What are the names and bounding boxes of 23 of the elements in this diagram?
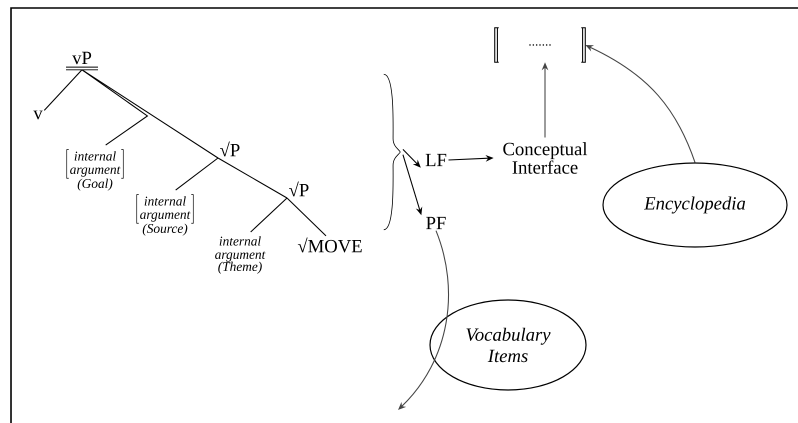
tree-label: √P bbox=[220, 142, 240, 156]
argument-label: internal argument (Goal) bbox=[66, 149, 124, 191]
tree-branch bbox=[44, 69, 82, 111]
tree-branch bbox=[175, 158, 218, 190]
tree-branch bbox=[218, 158, 288, 198]
tree-branch bbox=[82, 69, 148, 146]
tree-branch bbox=[82, 69, 218, 158]
tree-label: v bbox=[33, 110, 43, 120]
brace bbox=[383, 74, 401, 230]
interface-label: Conceptual Interface bbox=[503, 142, 588, 174]
argument-label: internal argument (Source) bbox=[136, 194, 194, 236]
tree-branch bbox=[286, 198, 326, 236]
tree-label: PF bbox=[426, 216, 446, 230]
tree-branch bbox=[250, 198, 288, 232]
tree-label: √MOVE bbox=[298, 237, 362, 253]
tree-label: vP bbox=[66, 52, 98, 70]
ellipse-node: Vocabulary Items bbox=[429, 299, 587, 391]
double-bracket-box: ....... bbox=[494, 27, 586, 63]
ellipse-node: Encyclopedia bbox=[602, 162, 788, 248]
argument-label: internal argument (Theme) bbox=[215, 236, 266, 274]
tree-label: √P bbox=[289, 182, 308, 196]
curved-arrow bbox=[398, 230, 450, 410]
tree-label: LF bbox=[426, 154, 446, 166]
